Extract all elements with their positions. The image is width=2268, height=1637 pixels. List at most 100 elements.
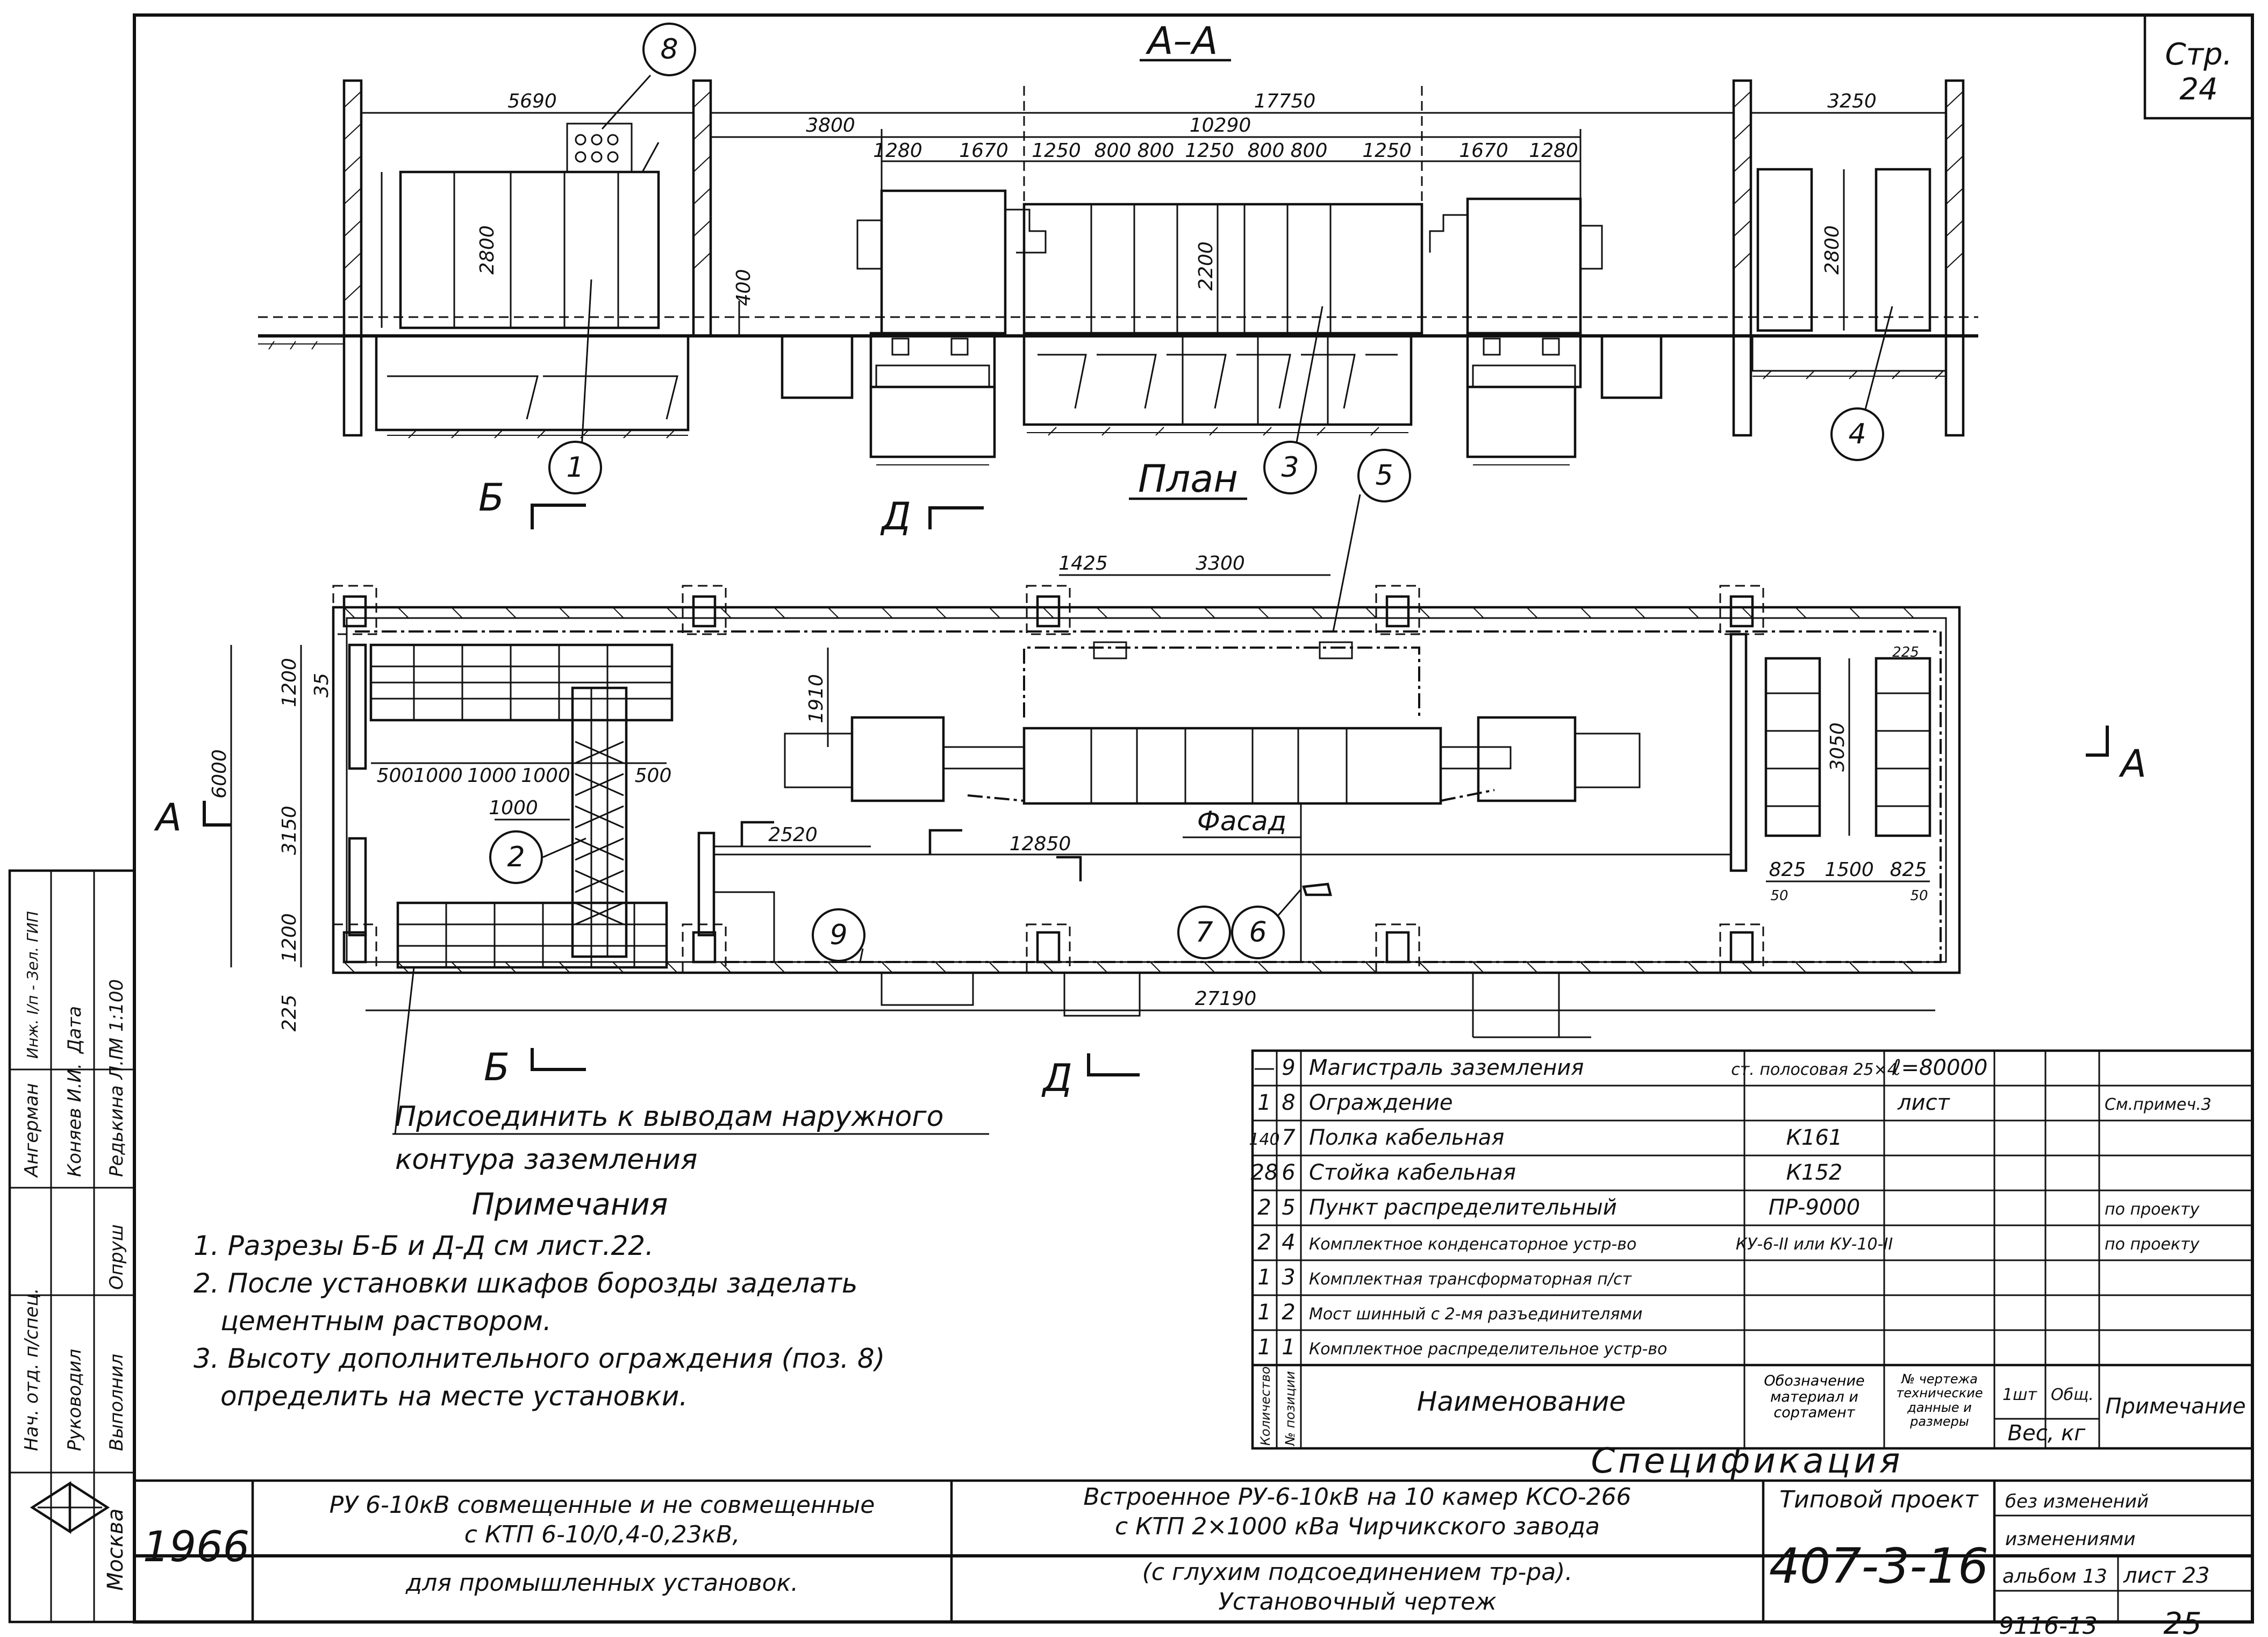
stamp-upper-role-3: Редькина Л.Г. xyxy=(106,1044,127,1177)
stamp-upper-name-3: М 1:100 xyxy=(106,979,127,1053)
dim-3800: 3800 xyxy=(806,114,855,137)
note-line-4: 3. Высоту дополнительного ограждения (по… xyxy=(194,1343,885,1374)
spec-row: 1 2 Мост шинный с 2-мя разъединителями xyxy=(1257,1300,1642,1325)
columns xyxy=(332,585,1764,974)
dim-3150: 3150 xyxy=(278,806,301,855)
dim-1200-bottom: 1200 xyxy=(278,913,301,963)
svg-text:8: 8 xyxy=(660,33,678,66)
svg-text:К152: К152 xyxy=(1786,1160,1843,1185)
dim-h2200: 2200 xyxy=(1195,241,1217,291)
note-line-5: определить на месте установки. xyxy=(220,1381,688,1412)
section-a-a: А–А xyxy=(258,19,1978,468)
svg-text:См.примеч.3: См.примеч.3 xyxy=(2105,1095,2212,1114)
series-line-1: РУ 6-10кВ совмещенные и не совмещенные xyxy=(330,1491,875,1519)
dim-1910: 1910 xyxy=(805,674,827,723)
dim-800-d: 800 xyxy=(1291,140,1328,162)
cut-a-right: А xyxy=(2119,742,2147,786)
dim-h400: 400 xyxy=(733,269,755,306)
dim-225-right: 225 xyxy=(1892,644,1919,660)
svg-text:Комплектное распределительное: Комплектное распределительное устр-во xyxy=(1309,1340,1667,1359)
dim-800-b: 800 xyxy=(1137,140,1175,162)
spec-row: 28 6 Стойка кабельная К152 xyxy=(1251,1160,1843,1185)
bubble-2: 2 xyxy=(489,830,543,884)
ground-note-2: контура заземления xyxy=(395,1144,697,1176)
spec-row: 1 1 Комплектное распределительное устр-в… xyxy=(1257,1335,1667,1360)
dim-1000-c: 1000 xyxy=(521,765,570,787)
svg-text:1: 1 xyxy=(1257,1090,1271,1115)
title-block: 1966 РУ 6-10кВ совмещенные и не совмещен… xyxy=(134,1479,2252,1622)
stamp-upper-name-1: Инж. I/п - Зел. ГИП xyxy=(24,911,41,1059)
cut-a-left: А xyxy=(154,795,182,839)
dim-1000-d: 1000 xyxy=(489,797,538,819)
svg-text:9: 9 xyxy=(829,919,847,951)
bubble-3: 3 xyxy=(1263,441,1317,494)
with-change-label: изменениями xyxy=(2005,1528,2135,1550)
svg-text:28: 28 xyxy=(1251,1160,1278,1185)
page-label: Стр. xyxy=(2165,37,2232,72)
svg-text:1: 1 xyxy=(1257,1265,1271,1290)
dim-800-c: 800 xyxy=(1248,140,1285,162)
svg-text:ст. полосовая 25×4: ст. полосовая 25×4 xyxy=(1731,1060,1897,1079)
bubble-8: 8 xyxy=(642,23,696,76)
svg-text:9: 9 xyxy=(1282,1056,1295,1080)
spec-row: 140 7 Полка кабельная К161 xyxy=(1249,1125,1842,1150)
note-line-1: 1. Разрезы Б-Б и Д-Д см лист.22. xyxy=(194,1230,654,1261)
bubble-9: 9 xyxy=(812,908,865,962)
svg-text:8: 8 xyxy=(1282,1090,1295,1115)
dim-1200-top: 1200 xyxy=(278,658,301,707)
svg-text:КУ-6-II или КУ-10-II: КУ-6-II или КУ-10-II xyxy=(1736,1235,1893,1254)
svg-text:5: 5 xyxy=(1375,459,1393,492)
spec-header-weight-unit: 1шт xyxy=(2002,1385,2038,1404)
stamp-role-1: Нач. отд. п/спец. xyxy=(21,1288,42,1451)
dim-1670-right: 1670 xyxy=(1459,140,1508,162)
svg-text:Пункт распределительный: Пункт распределительный xyxy=(1309,1195,1617,1220)
spec-header-name: Наименование xyxy=(1417,1386,1626,1417)
ktp-plan: Фасад xyxy=(784,641,1641,838)
spec-row: 1 3 Комплектная трансформаторная п/ст xyxy=(1257,1265,1632,1290)
cut-b-top: Б xyxy=(478,476,504,520)
specification-table: — 9 Магистраль заземления ст. полосовая … xyxy=(1249,1049,2254,1481)
stamp-name-3: Опруш xyxy=(106,1224,127,1290)
ground-bus xyxy=(355,630,1942,963)
dim-1250-b: 1250 xyxy=(1185,140,1234,162)
desc-line-1: Встроенное РУ-6-10кВ на 10 камер КСО-266 xyxy=(1083,1483,1631,1511)
svg-text:Комплектное конденсаторное уст: Комплектное конденсаторное устр-во xyxy=(1309,1235,1636,1254)
svg-text:ℓ=80000: ℓ=80000 xyxy=(1892,1056,1987,1080)
svg-text:—: — xyxy=(1254,1056,1275,1080)
dim-3250: 3250 xyxy=(1827,90,1877,112)
dim-5690: 5690 xyxy=(507,90,557,112)
dim-3050: 3050 xyxy=(1827,722,1849,772)
no-change-label: без изменений xyxy=(2005,1491,2149,1512)
desc-line-3: (с глухим подсоединением тр-ра). xyxy=(1142,1559,1573,1586)
svg-text:Мост шинный с 2-мя разъедините: Мост шинный с 2-мя разъединителями xyxy=(1309,1305,1642,1324)
stamp-upper-role-2: Коняев И.И. xyxy=(64,1063,85,1177)
desc-line-4: Установочный чертеж xyxy=(1218,1588,1497,1616)
dim-500-left: 500 xyxy=(377,765,414,787)
dim-27190: 27190 xyxy=(1195,988,1257,1010)
section-dimensions: 5690 17750 3250 3800 10290 1280 1670 125… xyxy=(361,86,1946,336)
svg-text:3: 3 xyxy=(1281,451,1299,484)
page-number: 24 xyxy=(2179,72,2217,107)
dim-225-left: 225 xyxy=(278,995,301,1032)
year: 1966 xyxy=(143,1523,250,1571)
dim-1280-right: 1280 xyxy=(1529,140,1578,162)
svg-text:1: 1 xyxy=(1257,1335,1271,1360)
cut-d-bottom: Д xyxy=(1041,1056,1072,1100)
dim-6000: 6000 xyxy=(209,749,231,799)
bus-bridge xyxy=(571,686,628,958)
series-line-2: с КТП 6-10/0,4-0,23кВ, xyxy=(464,1521,740,1548)
svg-text:лист: лист xyxy=(1897,1090,1951,1115)
spec-header-weight: Вес, кг xyxy=(2008,1421,2086,1446)
svg-text:Ограждение: Ограждение xyxy=(1309,1090,1453,1115)
svg-text:Комплектная трансформаторная п: Комплектная трансформаторная п/ст xyxy=(1309,1270,1632,1289)
svg-text:1: 1 xyxy=(1282,1335,1295,1360)
sheet-label: лист 23 xyxy=(2123,1563,2209,1588)
svg-text:7: 7 xyxy=(1282,1125,1296,1150)
svg-text:3: 3 xyxy=(1282,1265,1295,1290)
svg-text:К161: К161 xyxy=(1786,1125,1843,1150)
svg-text:по проекту: по проекту xyxy=(2105,1235,2200,1254)
dim-1000-a: 1000 xyxy=(413,765,463,787)
dim-50-right: 50 xyxy=(1910,888,1928,904)
dim-825-b: 825 xyxy=(1890,859,1927,881)
spec-row: 2 5 Пункт распределительный ПР-9000 по п… xyxy=(1257,1195,2200,1220)
